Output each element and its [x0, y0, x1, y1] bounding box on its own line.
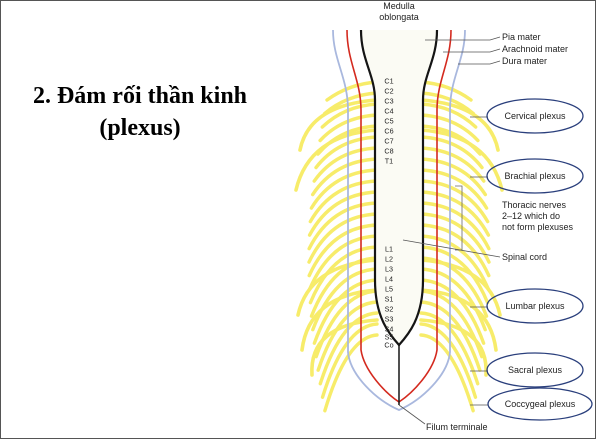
spinal-nerve — [307, 212, 379, 264]
spinal-nerve — [318, 113, 379, 143]
spinal-cord-leader — [402, 239, 501, 258]
segment-label-s4: S4 — [385, 325, 394, 334]
spinal-nerve — [320, 102, 379, 129]
spinal-nerve — [419, 201, 491, 251]
arachnoid-mater-leader — [443, 48, 501, 53]
limb-nerve — [298, 98, 379, 152]
segment-label-l5: L5 — [385, 285, 393, 294]
spinal-nerve — [419, 223, 491, 278]
spinal-nerve — [307, 223, 379, 278]
segment-label-l2: L2 — [385, 255, 393, 264]
segment-label-co: Co — [384, 341, 393, 350]
spinal-nerve — [318, 311, 379, 386]
cervical-plexus-callout: Cervical plexus — [470, 98, 584, 134]
arachnoid-mater-label: Arachnoid mater — [502, 44, 568, 54]
segment-label-l1: L1 — [385, 245, 393, 254]
heading-line-2: (plexus) — [99, 115, 181, 142]
cervical-plexus-label: Cervical plexus — [504, 111, 566, 121]
spinal-nerve — [419, 146, 486, 183]
limb-nerve — [419, 288, 498, 352]
spinal-nerve — [309, 168, 379, 210]
limb-nerve — [296, 258, 379, 317]
segment-label-c4: C4 — [384, 107, 393, 116]
segment-label-c7: C7 — [384, 137, 393, 146]
heading-line-1: 2. Đám rối thần kinh — [32, 83, 248, 109]
coccygeal-plexus-label: Coccygeal plexus — [505, 399, 576, 409]
spinal-nerve — [311, 267, 379, 332]
limb-nerve — [419, 318, 488, 377]
spinal-nerve — [314, 135, 379, 170]
limb-nerve — [419, 258, 502, 317]
slide-heading: 2. Đám rối thần kinh (plexus) — [0, 80, 280, 145]
segment-label-c6: C6 — [384, 127, 393, 136]
spinal-nerve — [419, 311, 480, 386]
spinal-nerve — [419, 256, 489, 318]
segment-label-c3: C3 — [384, 97, 393, 106]
spinal-nerve — [419, 168, 489, 210]
filum-terminale-leader — [398, 404, 426, 425]
spinal-nerve — [307, 201, 379, 251]
segment-label-c5: C5 — [384, 117, 393, 126]
pia-mater-leader — [425, 36, 501, 41]
spinal-cord-label: Spinal cord — [502, 252, 547, 262]
segment-label-c1: C1 — [384, 77, 393, 86]
coccygeal-plexus-callout: Coccygeal plexus — [470, 387, 593, 421]
limb-nerve — [419, 128, 504, 192]
spinal-nerve — [419, 300, 482, 372]
sacral-plexus-label: Sacral plexus — [508, 365, 563, 375]
segment-label-c2: C2 — [384, 87, 393, 96]
segment-label-s2: S2 — [385, 305, 394, 314]
thoracic-note-line-3: not form plexuses — [502, 222, 574, 232]
segment-label-s1: S1 — [385, 295, 394, 304]
pia-mater-label: Pia mater — [502, 32, 541, 42]
limb-nerve — [294, 128, 379, 192]
spinal-nerve — [419, 179, 490, 224]
segment-label-s5: S5 — [385, 333, 394, 342]
dura-mater-leader — [458, 60, 501, 65]
segment-label-l3: L3 — [385, 265, 393, 274]
medulla-label-line-1: Medulla — [383, 1, 415, 11]
thoracic-note-line-1: Thoracic nerves — [502, 200, 567, 210]
spinal-nerve — [316, 300, 379, 372]
dura-mater-line — [332, 29, 466, 411]
spinal-nerve — [307, 190, 379, 237]
filum-terminale-label: Filum terminale — [426, 422, 488, 432]
limb-nerve — [300, 288, 379, 352]
segment-label-l4: L4 — [385, 275, 393, 284]
brachial-plexus-label: Brachial plexus — [504, 171, 566, 181]
thoracic-note-line-2: 2–12 which do — [502, 211, 560, 221]
spinal-nerve — [419, 135, 484, 170]
limb-nerve — [310, 318, 379, 377]
segment-label-s3: S3 — [385, 315, 394, 324]
spinal-nerve — [419, 212, 491, 264]
spinal-nerve — [312, 146, 379, 183]
spinal-nerves — [294, 80, 504, 413]
spinal-nerve — [419, 245, 490, 305]
dura-mater-label: Dura mater — [502, 56, 547, 66]
lumbar-plexus-callout: Lumbar plexus — [470, 288, 584, 324]
spinal-nerve — [419, 102, 478, 129]
spinal-nerve — [419, 190, 491, 237]
brachial-plexus-callout: Brachial plexus — [470, 158, 584, 194]
spinal-nerve — [419, 157, 488, 197]
limb-nerve — [419, 98, 500, 152]
spinal-nerve — [419, 113, 480, 143]
spinal-nerve — [308, 179, 379, 224]
spinal-nerve — [308, 245, 379, 305]
spinal-nerve — [419, 267, 487, 332]
spinal-nerve — [310, 157, 379, 197]
medulla-label-line-2: oblongata — [379, 12, 419, 22]
spinal-nerve — [307, 234, 379, 291]
segment-label-c8: C8 — [384, 147, 393, 156]
segment-label-t1: T1 — [385, 157, 393, 166]
lumbar-plexus-label: Lumbar plexus — [505, 301, 565, 311]
sacral-plexus-callout: Sacral plexus — [470, 352, 584, 388]
spinal-cord-body — [361, 30, 437, 345]
spinal-nerve — [309, 256, 379, 318]
